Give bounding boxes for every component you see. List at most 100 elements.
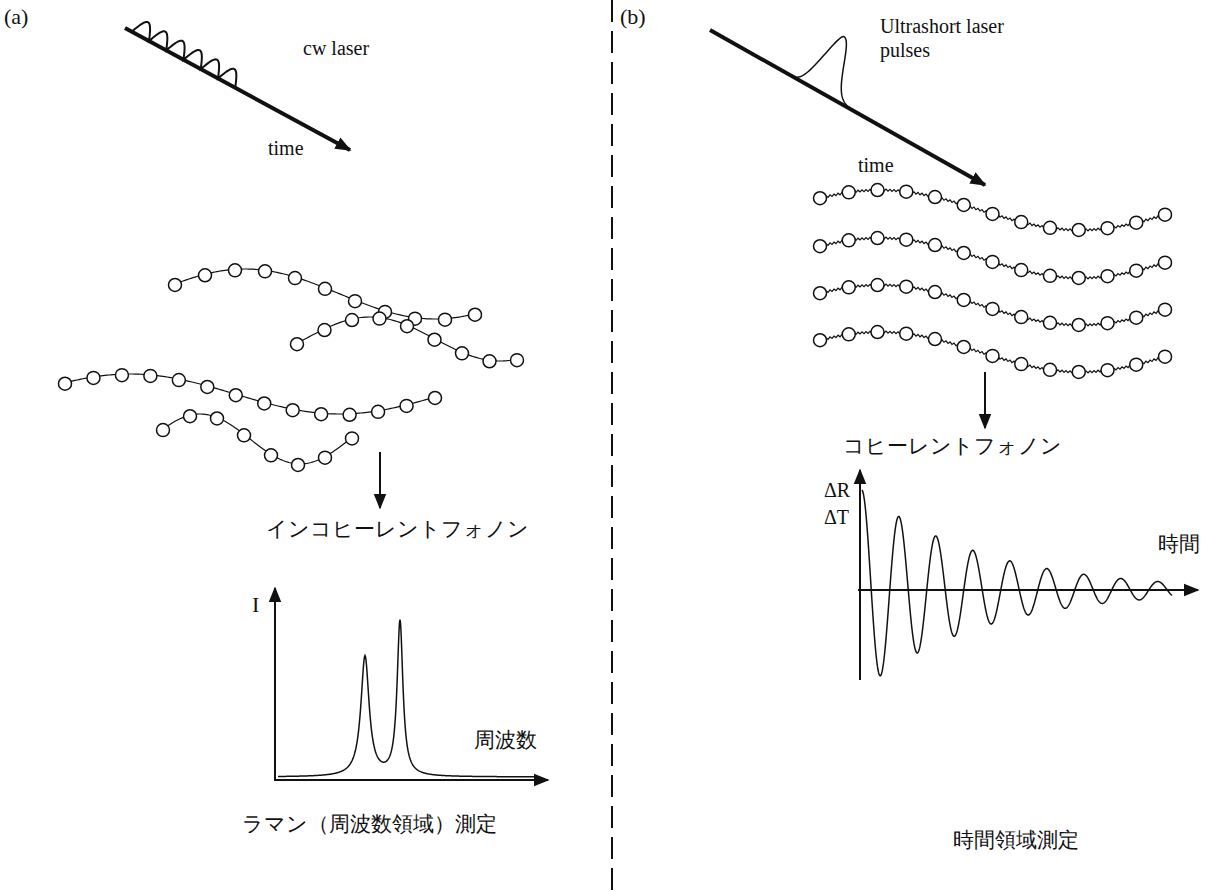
atom-chain [814, 279, 1172, 332]
panel-label: (a) [4, 4, 28, 30]
atom [456, 347, 469, 360]
atom [172, 374, 185, 387]
atom [871, 184, 884, 197]
atom [929, 286, 942, 299]
atom [814, 334, 827, 347]
atom [199, 269, 212, 282]
atom-chain [157, 410, 359, 472]
atom [871, 232, 884, 245]
atom [900, 185, 913, 198]
axis-label: ΔR [824, 478, 850, 502]
y-axis [274, 588, 276, 781]
atom [289, 272, 302, 285]
atom [1130, 216, 1143, 229]
atom-chain [814, 184, 1172, 237]
atom [1015, 311, 1028, 324]
atom [1044, 269, 1057, 282]
atom [814, 240, 827, 253]
atom [238, 429, 251, 442]
atom [201, 380, 214, 393]
atom [439, 313, 452, 326]
bond [297, 317, 517, 361]
atom [318, 324, 331, 337]
atom [1130, 311, 1143, 324]
method-label: 時間領域測定 [953, 828, 1079, 853]
atom [343, 408, 356, 421]
atom [286, 404, 299, 417]
atom [1101, 270, 1114, 283]
atom [1159, 350, 1172, 363]
atom [229, 264, 242, 277]
atom [929, 239, 942, 252]
laser-label: cw laser [303, 36, 369, 60]
atom [1015, 216, 1028, 229]
atom [349, 295, 362, 308]
atom [184, 410, 197, 423]
atom [346, 432, 359, 445]
panel-label: (b) [620, 4, 646, 30]
atom [900, 327, 913, 340]
atom [1101, 364, 1114, 377]
atom [842, 281, 855, 294]
atom [469, 308, 482, 321]
atom [957, 198, 970, 211]
atom-chain [169, 264, 482, 326]
down-arrow [379, 452, 381, 508]
atom [1044, 221, 1057, 234]
atom [258, 397, 271, 410]
atom [986, 349, 999, 362]
atom [346, 314, 359, 327]
atom [929, 333, 942, 346]
atom [87, 371, 100, 384]
atom [428, 333, 441, 346]
atom [986, 207, 999, 220]
laser-pulse [779, 36, 875, 123]
atom [373, 312, 386, 325]
atom [986, 302, 999, 315]
atom [401, 320, 414, 333]
axis-label: ΔT [824, 505, 849, 529]
atom [315, 408, 328, 421]
atom [871, 326, 884, 339]
atom [1101, 222, 1114, 235]
atom [900, 280, 913, 293]
atom [1015, 264, 1028, 277]
atom-chain [814, 232, 1172, 285]
atom [59, 377, 72, 390]
axis-label: 時間 [1158, 532, 1200, 557]
down-arrow [984, 372, 986, 428]
atom [1072, 318, 1085, 331]
atom [1072, 223, 1085, 236]
atom [319, 282, 332, 295]
atom-chain [59, 369, 442, 422]
atom [511, 354, 524, 367]
time-axis-arrow [710, 30, 985, 185]
raman-spectrum [278, 620, 540, 777]
axis-label: 周波数 [474, 728, 537, 753]
phonon-label: インコヒーレントフォノン [266, 517, 529, 542]
atom [259, 265, 272, 278]
method-label: ラマン（周波数領域）測定 [242, 812, 497, 837]
atom [842, 328, 855, 341]
atom [1072, 365, 1085, 378]
atom [400, 399, 413, 412]
atom [814, 192, 827, 205]
atom-chain [291, 312, 524, 368]
panel-divider [611, 0, 613, 892]
x-axis [275, 779, 548, 781]
atom [986, 255, 999, 268]
atom [1044, 363, 1057, 376]
atom [900, 233, 913, 246]
atom [1072, 271, 1085, 284]
atom [157, 424, 170, 437]
atom [429, 391, 442, 404]
atom [265, 449, 278, 462]
cw-wave [132, 22, 237, 88]
atom [1159, 256, 1172, 269]
atom [1101, 317, 1114, 330]
phonon-label: コヒーレントフォノン [843, 434, 1062, 459]
coherent-oscillation [862, 490, 1172, 676]
atom [871, 279, 884, 292]
atom [957, 246, 970, 259]
